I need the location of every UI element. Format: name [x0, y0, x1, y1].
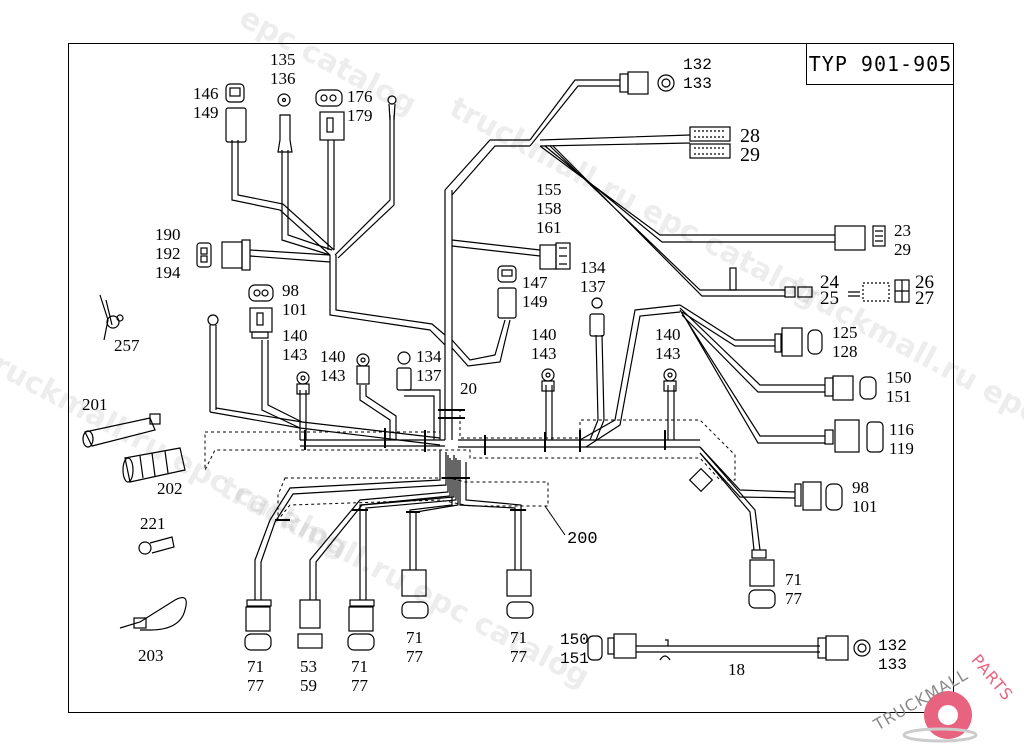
- callout-71-77-right: 71 77: [785, 570, 802, 608]
- connector-176-179: [315, 89, 345, 141]
- callout-221: 221: [140, 514, 166, 533]
- callout-134-137-right: 134 137: [580, 258, 606, 296]
- connector-28-29: [689, 126, 731, 159]
- callout-98-101-left: 98 101: [282, 281, 308, 319]
- connector-132-133-top: [619, 71, 675, 95]
- callout-140-143-c: 140 143: [531, 325, 557, 363]
- callout-200: 200: [567, 530, 598, 549]
- connector-71-77-a: [244, 599, 272, 651]
- callout-24-25: 24 25: [820, 272, 839, 309]
- harness-clips: [275, 409, 666, 521]
- lower-branches: [254, 450, 522, 600]
- callout-190-194: 190 192 194: [155, 225, 181, 282]
- connector-190-194: [196, 239, 251, 271]
- type-label: TYP 901-905: [806, 43, 954, 85]
- connector-135-136: [277, 93, 293, 153]
- drawing-frame: [68, 43, 954, 713]
- connector-134-137-mid: [396, 351, 412, 391]
- callout-98-101-right: 98 101: [852, 478, 878, 516]
- connector-146-149: [225, 83, 247, 143]
- connector-26-27: [848, 279, 910, 303]
- callout-147-149: 147 149: [522, 273, 548, 311]
- connector-134-137-right: [589, 297, 605, 337]
- ring-terminal-top: [387, 95, 397, 121]
- connector-147-149: [497, 265, 517, 319]
- callout-18: 18: [728, 660, 745, 679]
- callout-140-143-a: 140 143: [282, 326, 308, 364]
- callout-140-143-b: 140 143: [320, 347, 346, 385]
- truckmall-logo-icon: [902, 691, 978, 743]
- callout-257: 257: [114, 336, 140, 355]
- connector-150-151-right: [824, 375, 877, 401]
- callout-132-133-bottom: 132 133: [878, 637, 907, 674]
- main-trunk: [329, 79, 835, 440]
- callout-140-143-d: 140 143: [655, 325, 681, 363]
- harness-outline-lower: [277, 477, 549, 522]
- part-201: [82, 413, 161, 448]
- callout-150-151-right: 150 151: [886, 368, 912, 406]
- connector-155-161: [539, 242, 571, 270]
- callout-116-119: 116 119: [889, 420, 914, 458]
- callout-201: 201: [82, 395, 108, 414]
- callout-150-151-bottom: 150 151: [560, 631, 589, 668]
- connector-71-77-b: [347, 599, 375, 651]
- callout-71-77-b: 71 77: [351, 657, 368, 695]
- callout-155-161: 155 158 161: [536, 180, 562, 237]
- connector-24-25: [729, 267, 813, 298]
- callout-203: 203: [138, 646, 164, 665]
- callout-176-179: 176 179: [347, 87, 373, 125]
- callout-202: 202: [157, 479, 183, 498]
- callout-125-128: 125 128: [832, 323, 858, 361]
- leader-line-200: [544, 505, 566, 536]
- callout-134-137-mid: 134 137: [416, 347, 442, 385]
- connector-23-29: [834, 225, 886, 251]
- callout-71-77-d: 71 77: [510, 628, 527, 666]
- connector-71-77-d: [506, 569, 534, 619]
- ring-terminals: [207, 314, 677, 412]
- callout-146-149: 146 149: [193, 84, 219, 122]
- callout-23-29: 23 29: [894, 221, 911, 259]
- callout-132-133-top: 132 133: [683, 56, 712, 93]
- cable-18: [587, 633, 871, 661]
- connector-71-77-c: [401, 569, 429, 619]
- callout-135-136: 135 136: [270, 50, 296, 88]
- connector-53-59: [297, 599, 323, 649]
- callout-71-77-a: 71 77: [247, 657, 264, 695]
- branch-top-left: [231, 115, 395, 263]
- callout-20: 20: [460, 379, 477, 398]
- callout-71-77-c: 71 77: [406, 628, 423, 666]
- part-202: [122, 447, 186, 483]
- connector-98-101-left: [248, 284, 274, 339]
- connector-116-119: [824, 419, 884, 453]
- callout-26-27: 26 27: [915, 272, 934, 309]
- part-221: [138, 536, 175, 555]
- connector-98-101-right: [794, 481, 843, 511]
- part-203: [119, 597, 187, 631]
- connector-125-128: [774, 327, 823, 357]
- callout-53-59: 53 59: [300, 657, 317, 695]
- part-257: [99, 294, 124, 341]
- bracket: [688, 467, 714, 493]
- callout-28-29: 28 29: [740, 125, 760, 166]
- connector-71-77-right: [748, 549, 776, 609]
